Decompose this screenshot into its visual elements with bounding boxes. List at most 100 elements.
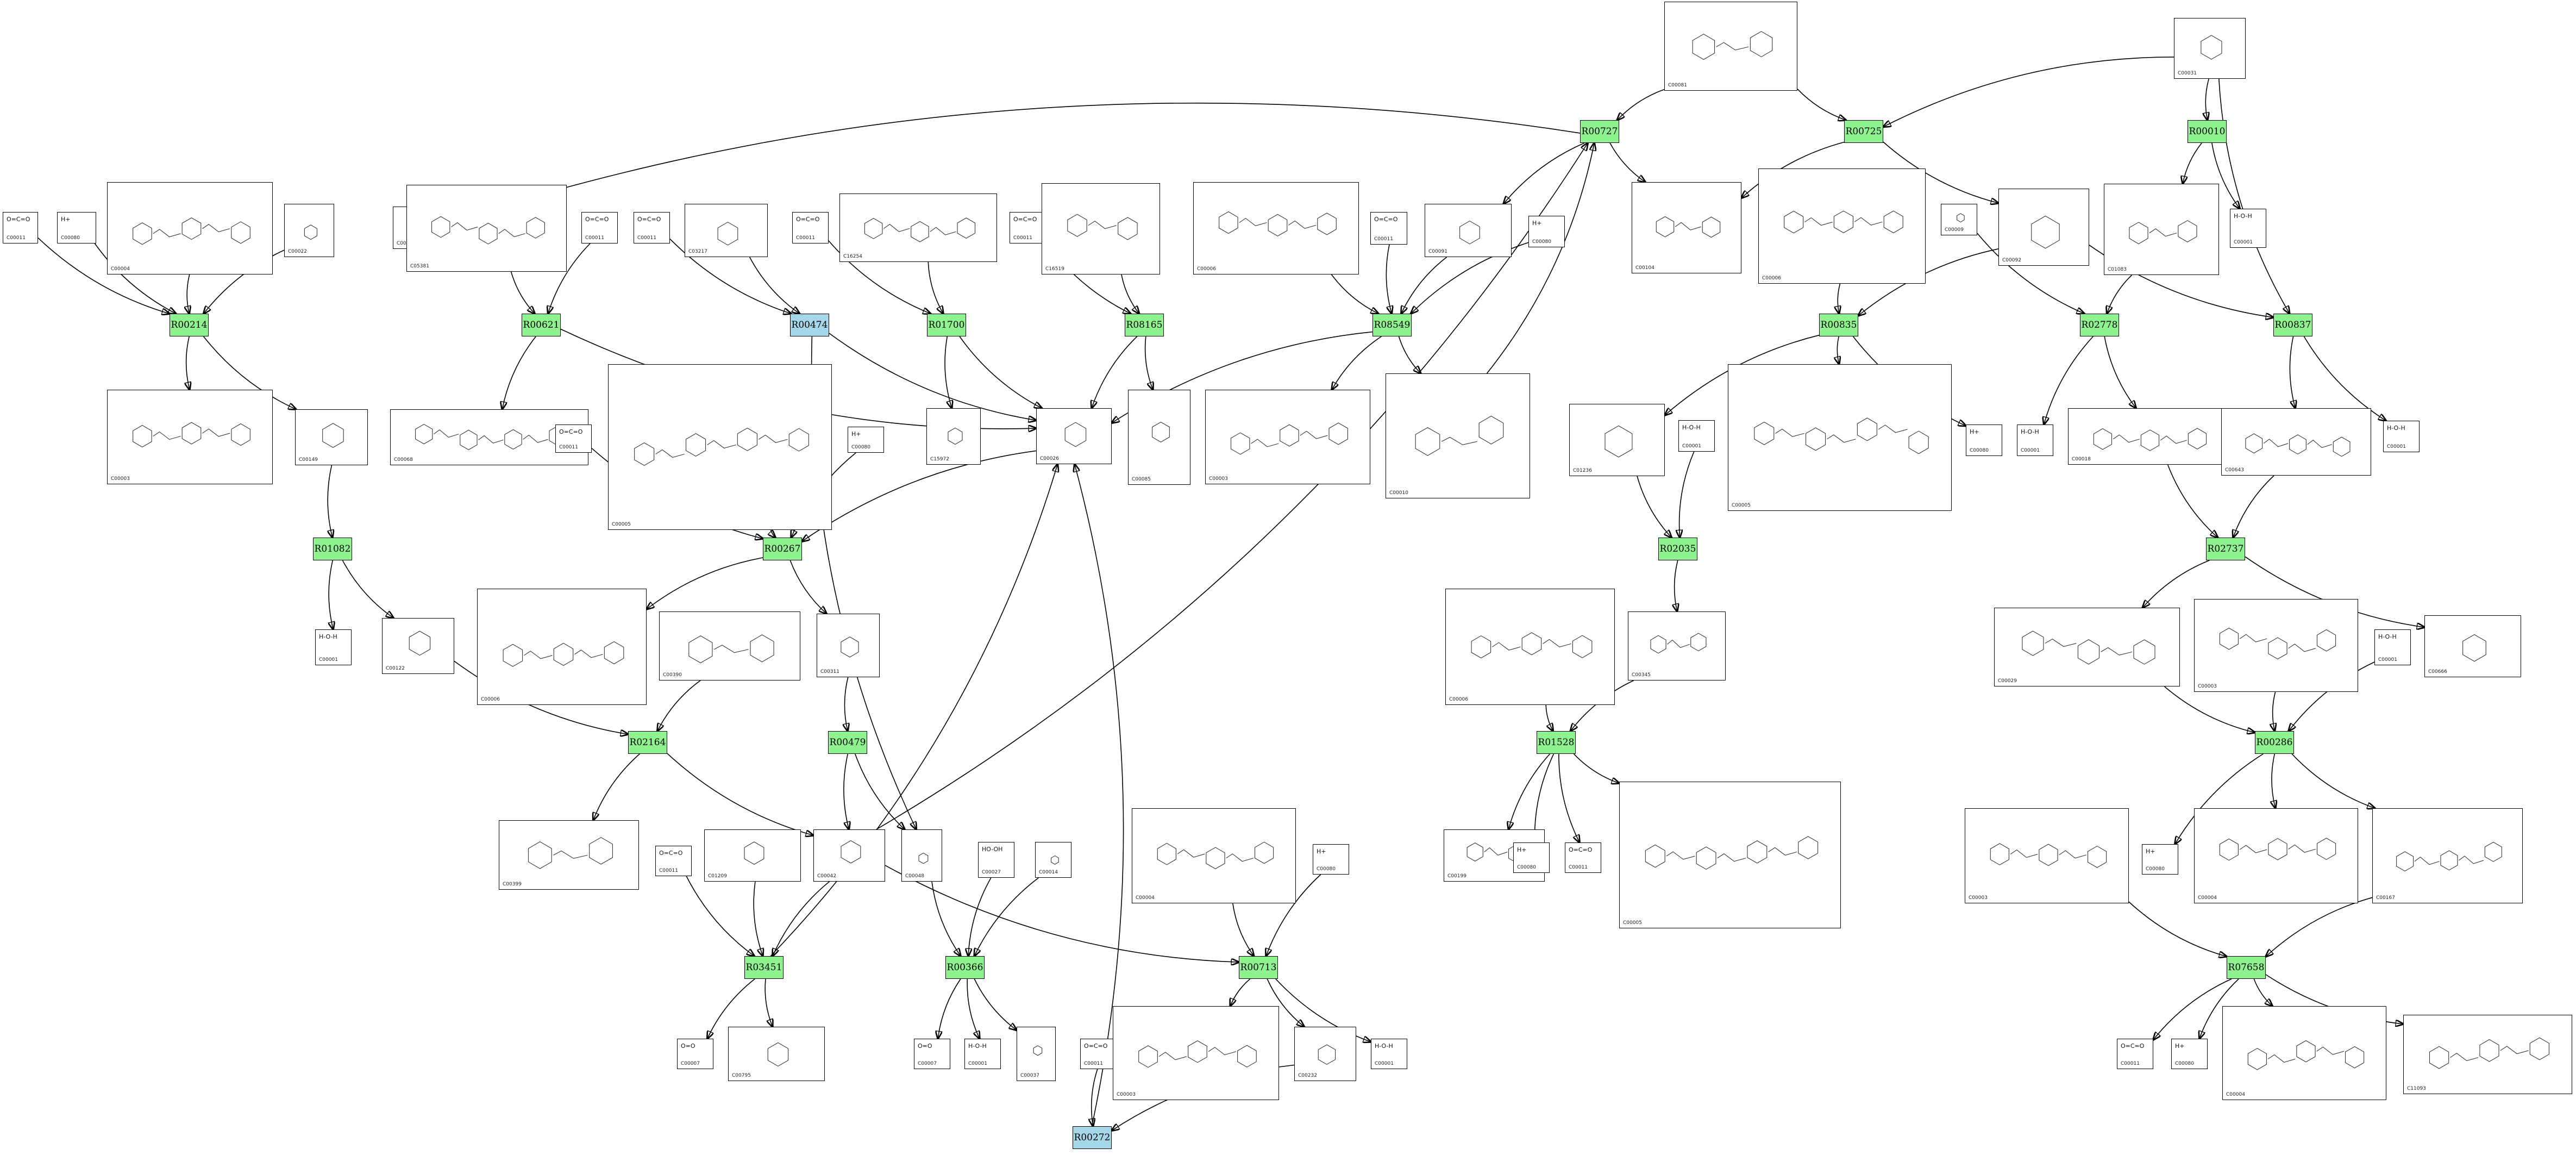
compound-C00005[interactable]: C00005 — [1728, 364, 1952, 511]
compound-C00026[interactable]: C00026 — [1036, 408, 1112, 464]
compound-C00080[interactable]: H+C00080 — [2142, 844, 2178, 875]
compound-C00005[interactable]: C00005 — [1619, 782, 1841, 928]
compound-C00643[interactable]: C00643 — [2221, 408, 2371, 476]
compound-C00149[interactable]: C00149 — [295, 409, 368, 465]
compound-C00122[interactable]: C00122 — [382, 618, 454, 674]
compound-C00390[interactable]: C00390 — [659, 611, 800, 680]
compound-C00003[interactable]: C00003 — [2194, 599, 2358, 692]
compound-C01209[interactable]: C01209 — [704, 829, 801, 882]
compound-C00080[interactable]: H+C00080 — [1513, 842, 1550, 873]
compound-C00080[interactable]: H+C00080 — [1966, 424, 2002, 456]
compound-C00795[interactable]: C00795 — [728, 1027, 825, 1081]
reaction-node-R00713[interactable]: R00713 — [1239, 956, 1278, 979]
compound-C00003[interactable]: C00003 — [107, 390, 273, 484]
compound-C00003[interactable]: C00003 — [1113, 1006, 1279, 1100]
compound-C00345[interactable]: C00345 — [1628, 611, 1726, 680]
compound-C00004[interactable]: C00004 — [2194, 808, 2358, 903]
reaction-node-R07658[interactable]: R07658 — [2227, 956, 2266, 979]
compound-C00080[interactable]: H+C00080 — [57, 212, 96, 244]
compound-C16519[interactable]: C16519 — [1042, 183, 1160, 274]
reaction-node-R00835[interactable]: R00835 — [1819, 314, 1858, 336]
reaction-node-R01082[interactable]: R01082 — [313, 538, 352, 560]
reaction-node-R08165[interactable]: R08165 — [1125, 314, 1164, 336]
compound-C00003[interactable]: C00003 — [1965, 808, 2129, 903]
compound-C00232[interactable]: C00232 — [1294, 1027, 1356, 1081]
compound-C00037[interactable]: C00037 — [1017, 1027, 1056, 1081]
compound-C00004[interactable]: C00004 — [2222, 1006, 2386, 1100]
reaction-node-R08549[interactable]: R08549 — [1372, 314, 1412, 336]
reaction-node-R00286[interactable]: R00286 — [2255, 731, 2294, 754]
compound-C15972[interactable]: C15972 — [926, 408, 981, 465]
compound-C00080[interactable]: H+C00080 — [1528, 216, 1565, 247]
compound-C00085[interactable]: C00085 — [1128, 390, 1190, 485]
compound-C00006[interactable]: C00006 — [1445, 589, 1615, 705]
compound-C00022[interactable]: C00022 — [284, 204, 334, 257]
compound-C00080[interactable]: H+C00080 — [1313, 844, 1349, 875]
reaction-node-R00474[interactable]: R00474 — [790, 314, 829, 336]
compound-C00009[interactable]: C00009 — [1941, 204, 1977, 235]
compound-C05381[interactable]: C05381 — [406, 185, 567, 272]
compound-C00031[interactable]: C00031 — [2174, 18, 2246, 79]
compound-C01236[interactable]: C01236 — [1569, 404, 1665, 476]
compound-C00081[interactable]: C00081 — [1664, 2, 1797, 91]
reaction-node-R00272[interactable]: R00272 — [1073, 1126, 1112, 1149]
reaction-node-R02035[interactable]: R02035 — [1658, 538, 1697, 560]
compound-C00666[interactable]: C00666 — [2424, 615, 2521, 677]
reaction-node-R00727[interactable]: R00727 — [1580, 120, 1619, 143]
compound-C03217[interactable]: C03217 — [685, 204, 768, 257]
reaction-node-R00010[interactable]: R00010 — [2188, 120, 2227, 143]
compound-C16254[interactable]: C16254 — [839, 193, 997, 262]
reaction-node-R00837[interactable]: R00837 — [2273, 314, 2312, 336]
compound-C00004[interactable]: C00004 — [107, 182, 273, 274]
compound-C00029[interactable]: C00029 — [1994, 608, 2180, 686]
reaction-node-R00214[interactable]: R00214 — [170, 314, 209, 336]
compound-C00006[interactable]: C00006 — [1758, 168, 1926, 284]
compound-C00104[interactable]: C00104 — [1632, 182, 1741, 273]
compound-C00006[interactable]: C00006 — [1193, 182, 1359, 274]
reaction-node-R00267[interactable]: R00267 — [763, 538, 802, 560]
reaction-node-R02778[interactable]: R02778 — [2080, 314, 2119, 336]
reaction-node-R03451[interactable]: R03451 — [744, 956, 784, 979]
compound-C00311[interactable]: C00311 — [817, 614, 880, 677]
reaction-node-R00725[interactable]: R00725 — [1844, 120, 1883, 143]
reaction-node-R02164[interactable]: R02164 — [628, 731, 667, 754]
compound-C00003[interactable]: C00003 — [1205, 390, 1370, 484]
compound-C00042[interactable]: C00042 — [813, 829, 885, 882]
reaction-node-R00366[interactable]: R00366 — [945, 956, 985, 979]
compound-C00005[interactable]: C00005 — [608, 364, 832, 530]
compound-C00014[interactable]: C00014 — [1035, 842, 1071, 878]
compound-C00006[interactable]: C00006 — [477, 589, 647, 705]
compound-C00399[interactable]: C00399 — [499, 820, 639, 890]
compound-C00080[interactable]: H+C00080 — [848, 427, 884, 453]
compound-C00080[interactable]: H+C00080 — [2171, 1039, 2208, 1069]
compound-C11093[interactable]: C11093 — [2403, 1015, 2572, 1094]
reaction-node-R00621[interactable]: R00621 — [522, 314, 561, 336]
compound-C00048[interactable]: C00048 — [901, 829, 942, 882]
reaction-node-R01528[interactable]: R01528 — [1537, 731, 1576, 754]
reaction-node-R02737[interactable]: R02737 — [2206, 538, 2245, 560]
compound-C00018[interactable]: C00018 — [2068, 408, 2229, 465]
compound-C00004[interactable]: C00004 — [1132, 808, 1296, 903]
